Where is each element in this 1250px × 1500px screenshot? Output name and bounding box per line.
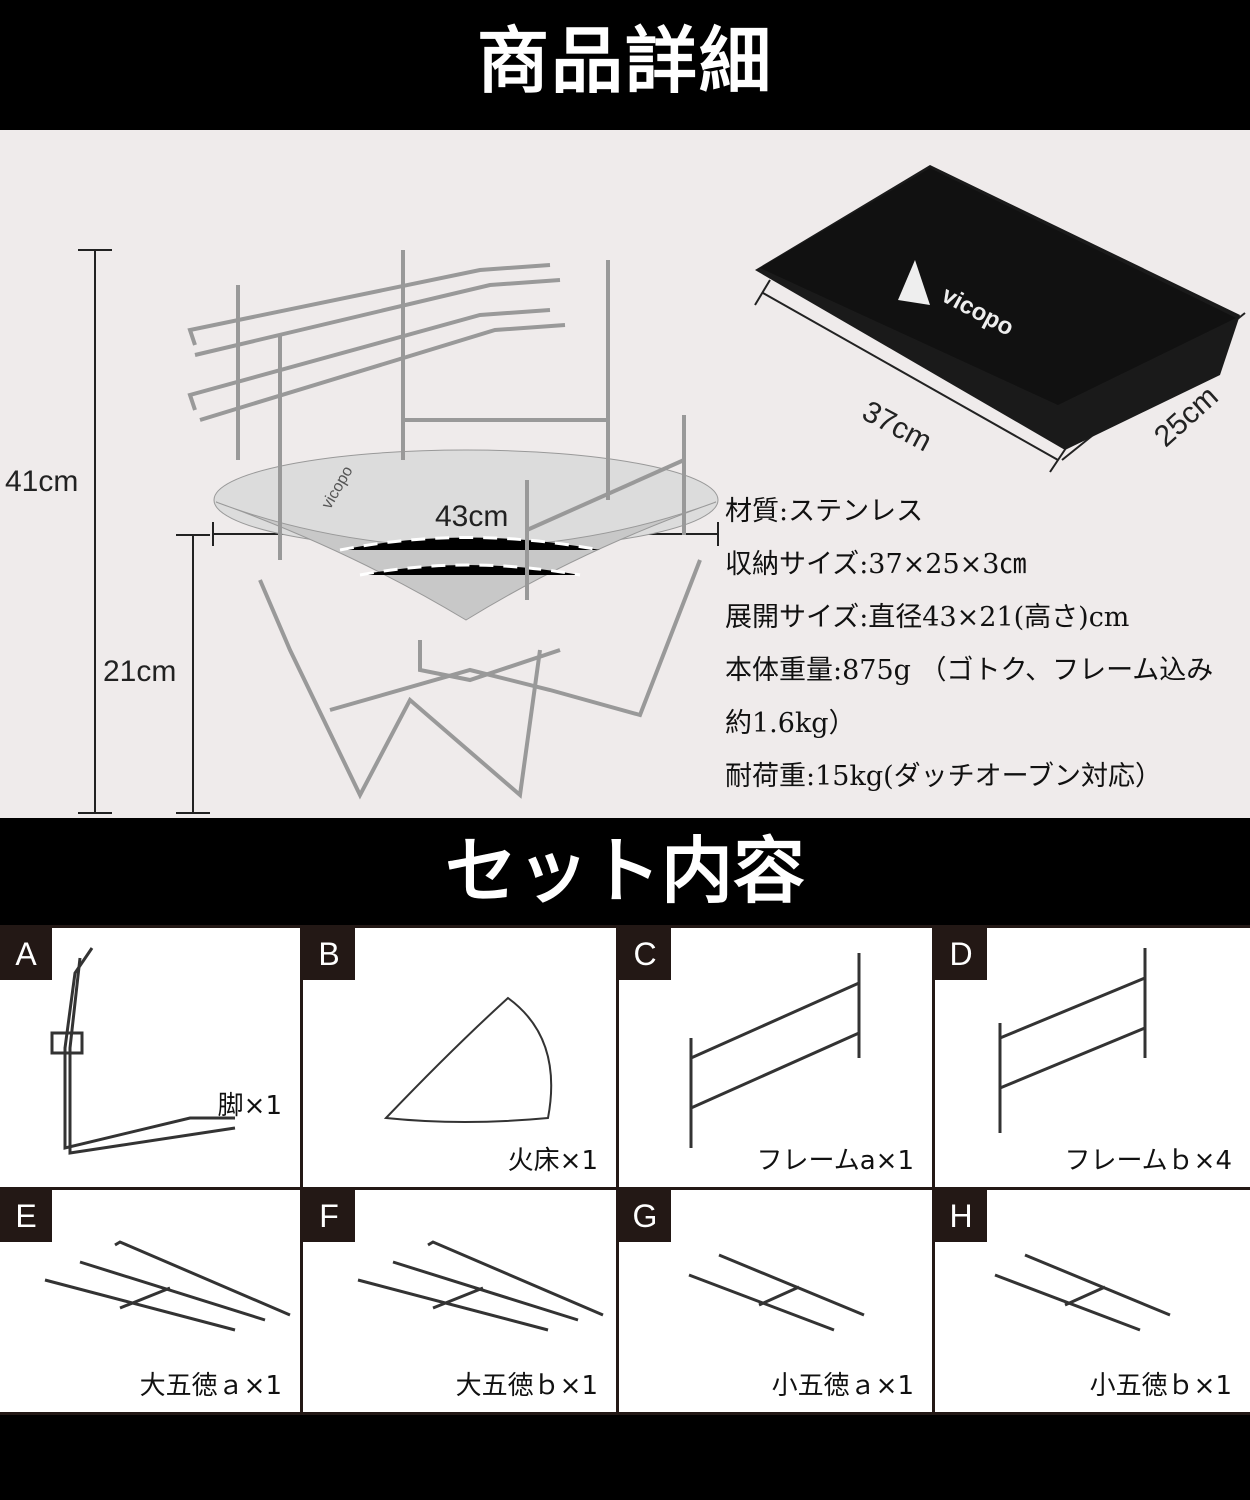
set-item-d: D フレームｂ×4 [935, 928, 1250, 1187]
set-item-f: F 大五徳ｂ×1 [303, 1190, 616, 1412]
set-contents-grid: A 脚×1 B 火床×1 C フレームa×1 D フレームｂ×4 E 大五徳ａ×… [0, 925, 1250, 1415]
spec-load: 耐荷重:15kg(ダッチオーブン対応） [725, 761, 1163, 792]
product-detail-panel: vicopo vicopo 41cm 21cm 43cm 37cm 25cm 材… [0, 130, 1250, 818]
item-letter: G [619, 1190, 671, 1242]
section-title-details: 商品詳細 [0, 0, 1250, 130]
dim-total-height: 41cm [5, 465, 79, 498]
set-item-e: E 大五徳ａ×1 [0, 1190, 300, 1412]
spec-open-size: 展開サイズ:直径43×21(高さ)cm [725, 602, 1130, 633]
spec-weight-cont: 約1.6kg） [725, 708, 856, 739]
frame-a-illustration [689, 953, 861, 1148]
set-item-b: B 火床×1 [303, 928, 616, 1187]
item-letter: A [0, 928, 52, 980]
item-label: 大五徳ｂ×1 [455, 1371, 598, 1401]
item-label: フレームｂ×4 [1064, 1146, 1232, 1176]
set-item-a: A 脚×1 [0, 928, 300, 1187]
product-illustration: vicopo vicopo [78, 165, 1246, 814]
large-grate-a-illustration [44, 1240, 291, 1332]
frame-b-illustration [998, 948, 1147, 1133]
section-title-set: セット内容 [0, 818, 1250, 925]
fire-bed-illustration [383, 996, 553, 1123]
spec-list: 材質:ステンレス 収納サイズ:37×25×3㎝ 展開サイズ:直径43×21(高さ… [725, 485, 1213, 803]
spec-material: 材質:ステンレス [725, 496, 924, 527]
item-label: 大五徳ａ×1 [139, 1371, 282, 1401]
item-label: フレームa×1 [756, 1146, 914, 1176]
small-grate-a-illustration [688, 1253, 865, 1332]
dim-diameter: 43cm [435, 500, 509, 533]
item-letter: E [0, 1190, 52, 1242]
large-grate-b-illustration [357, 1240, 604, 1332]
item-label: 小五徳ａ×1 [771, 1371, 914, 1401]
set-item-c: C フレームa×1 [619, 928, 932, 1187]
item-letter: D [935, 928, 987, 980]
leg-illustration [50, 947, 236, 1155]
item-letter: C [619, 928, 671, 980]
spec-weight: 本体重量:875g （ゴトク、フレーム込み [725, 655, 1214, 686]
spec-storage-size: 収納サイズ:37×25×3㎝ [725, 549, 1027, 580]
item-letter: F [303, 1190, 355, 1242]
small-grate-b-illustration [994, 1253, 1171, 1332]
dim-body-height: 21cm [103, 655, 177, 688]
item-label: 小五徳ｂ×1 [1089, 1371, 1232, 1401]
item-letter: H [935, 1190, 987, 1242]
item-label: 火床×1 [507, 1146, 598, 1176]
set-item-h: H 小五徳ｂ×1 [935, 1190, 1250, 1412]
item-label: 脚×1 [217, 1091, 282, 1121]
set-item-g: G 小五徳ａ×1 [619, 1190, 932, 1412]
item-letter: B [303, 928, 355, 980]
